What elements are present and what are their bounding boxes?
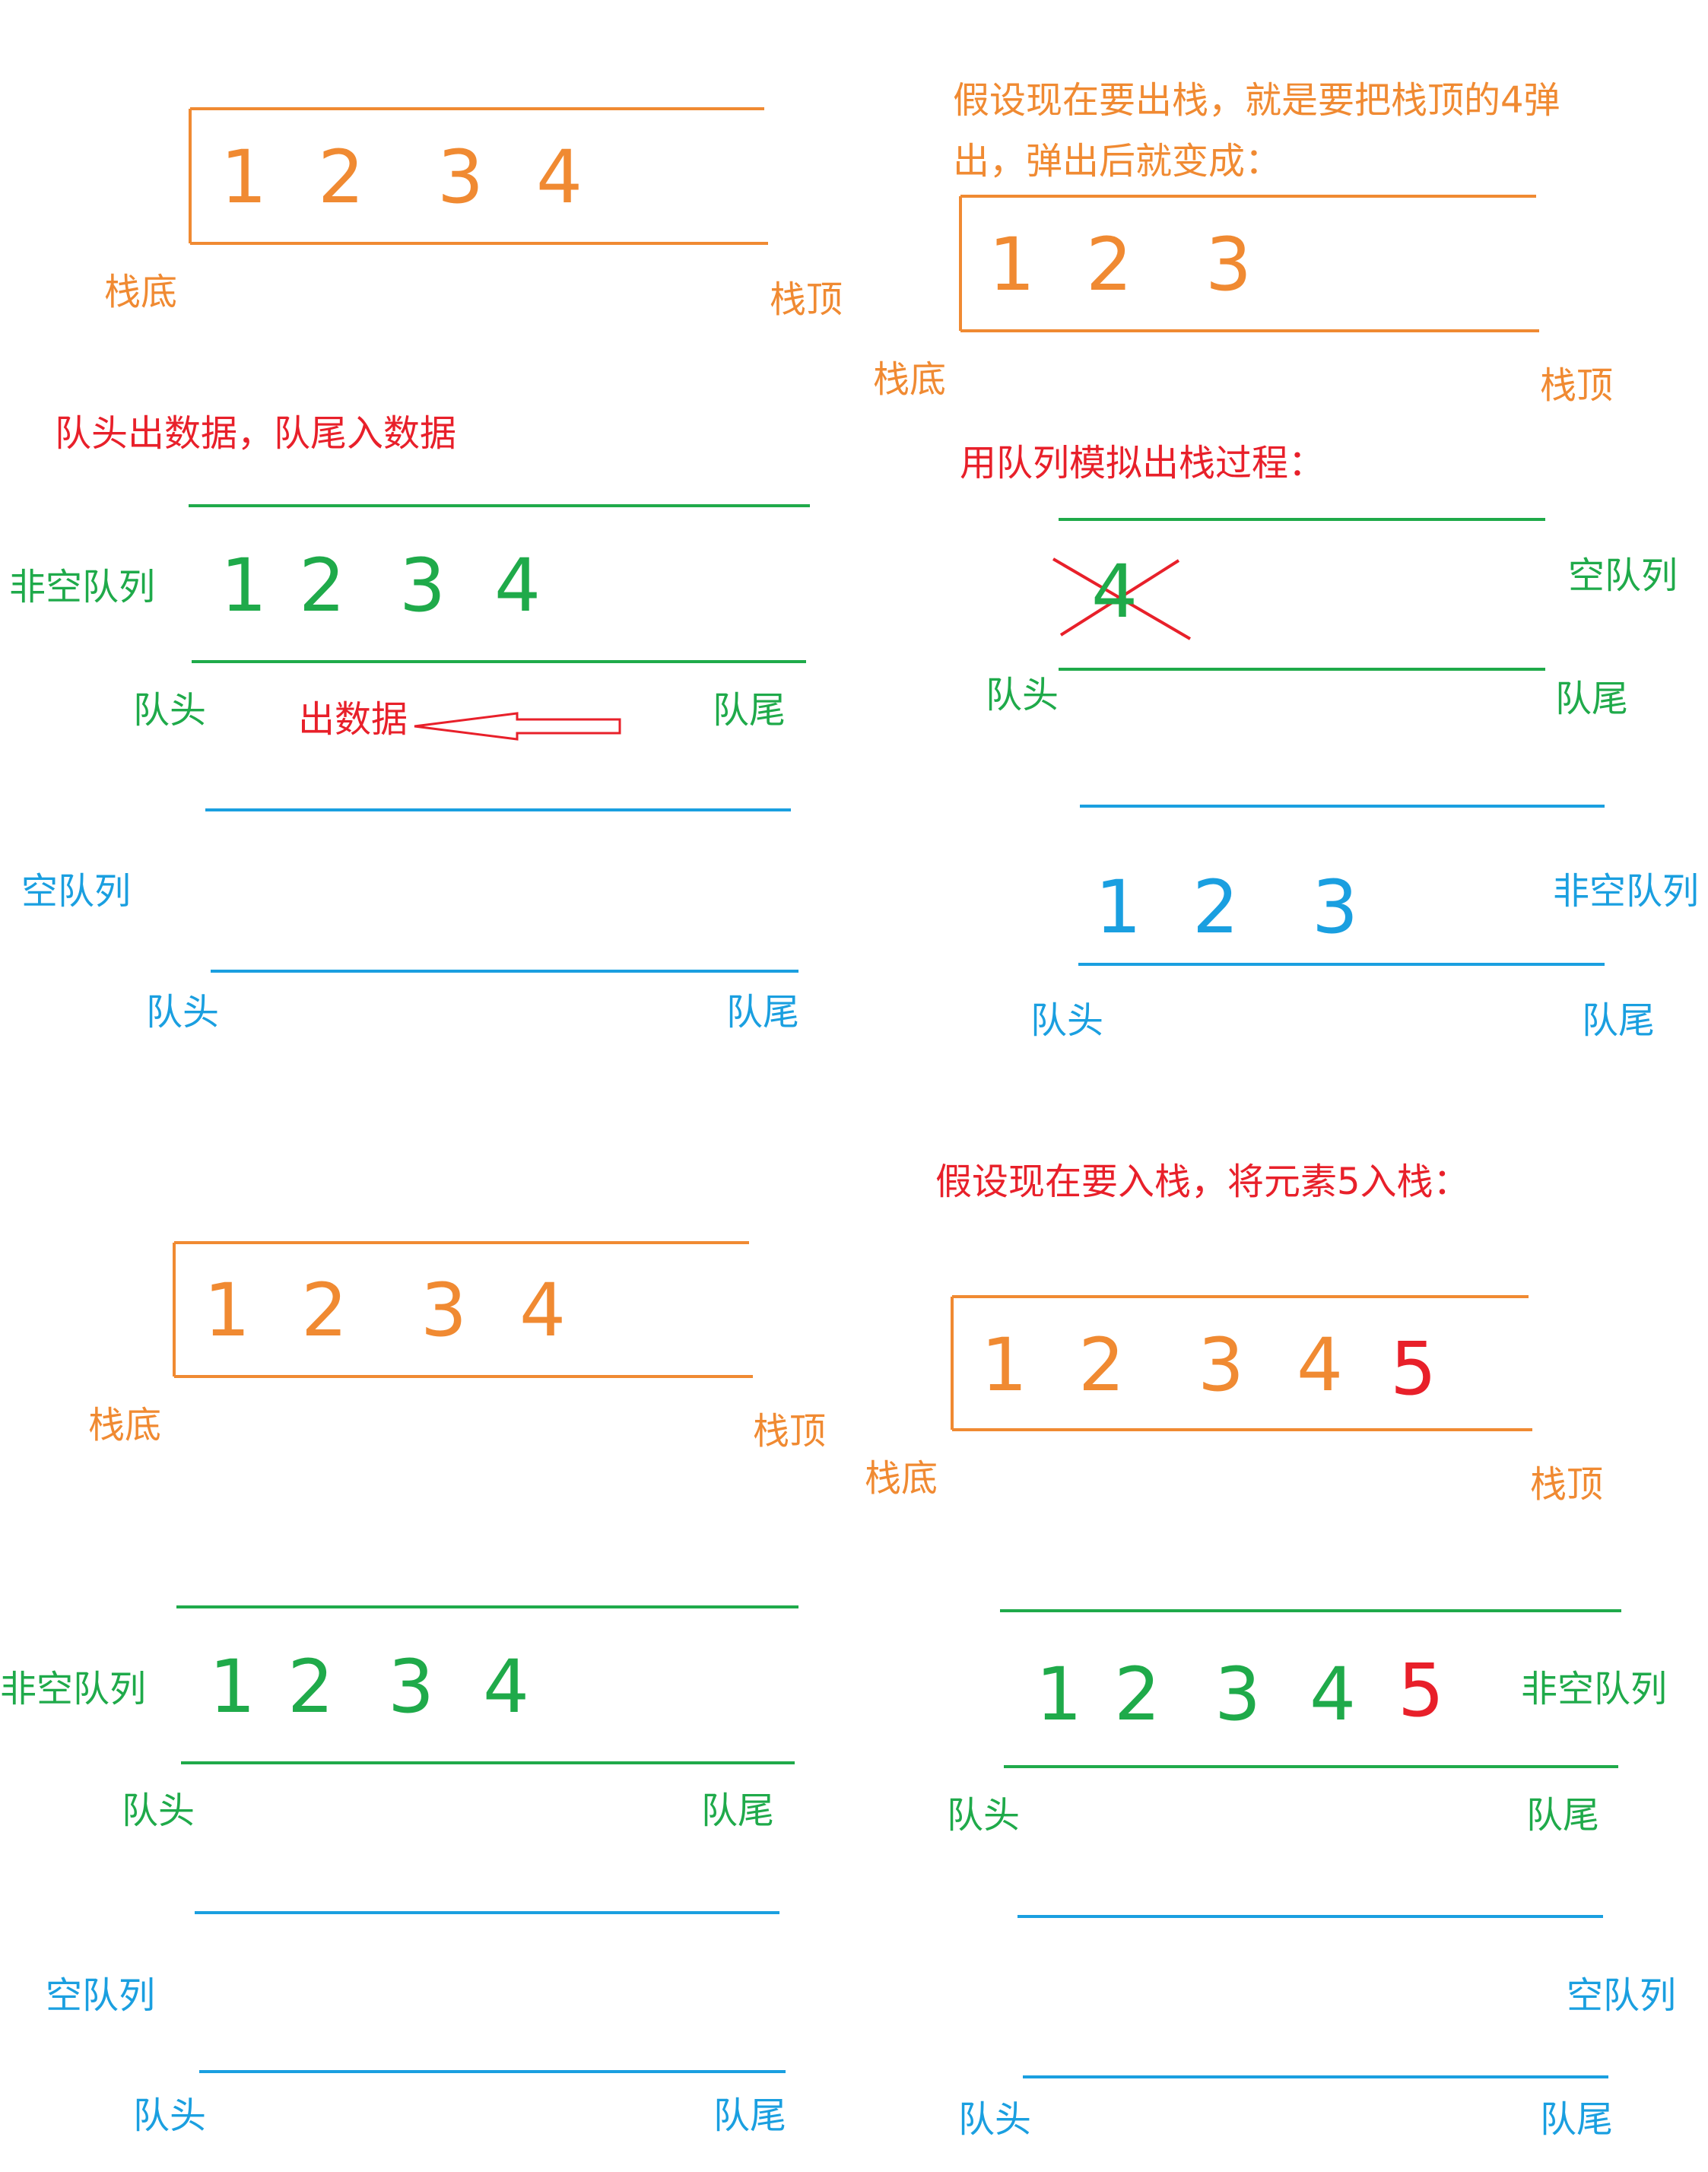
stack-top-label: 栈顶: [753, 1410, 827, 1453]
queue-moved-item: 3: [1312, 865, 1359, 950]
stack-d-container: [951, 1295, 1532, 1431]
stack-a-item: 1: [221, 135, 268, 220]
queue-tail-label: 队尾: [701, 1789, 775, 1832]
dequeue-arrow: [414, 712, 621, 741]
queue-head-label: 队头: [146, 991, 220, 1034]
stack-bottom-label: 栈底: [873, 358, 947, 401]
empty-queue-label: 空队列: [21, 870, 132, 913]
stack-d-item: 2: [1078, 1323, 1125, 1408]
stack-b-container: [959, 195, 1539, 332]
stack-top-label: 栈顶: [1540, 364, 1614, 407]
queue-moved-item: 1: [1095, 865, 1142, 950]
nonempty-queue-label: 非空队列: [9, 566, 156, 608]
nonempty-queue-label: 非空队列: [1553, 870, 1700, 913]
queue-b-lines: [205, 808, 798, 973]
queue-tail-label: 队尾: [713, 689, 786, 732]
queue-head-label: 队头: [986, 674, 1059, 716]
queue-d-item: 4: [1310, 1652, 1357, 1737]
stack-a-container: [189, 107, 768, 245]
nonempty-queue-label: 非空队列: [1521, 1668, 1668, 1710]
stack-c-item: 3: [421, 1268, 468, 1353]
queue-c-lines: [176, 1605, 798, 1764]
queue-c-item: 3: [388, 1644, 435, 1729]
stack-a-item: 4: [536, 135, 583, 220]
empty-queue-label: 空队列: [1567, 1974, 1677, 2017]
stack-bottom-label: 栈底: [104, 271, 178, 313]
stack-top-label: 栈顶: [770, 278, 843, 321]
stack-b-item: 2: [1086, 222, 1133, 307]
queue-head-label: 队头: [958, 2098, 1032, 2141]
pop-note-line1: 假设现在要出栈，就是要把栈顶的4弹: [953, 79, 1560, 122]
queue-d-item: 3: [1214, 1652, 1262, 1737]
stack-a-item: 3: [437, 135, 484, 220]
queue-tail-label: 队尾: [726, 991, 800, 1034]
queue-d-lines: [1000, 1609, 1621, 1768]
queue-head-label: 队头: [133, 2094, 207, 2137]
queue-moved-item: 2: [1192, 865, 1240, 950]
queue-c-item: 1: [209, 1644, 256, 1729]
stack-c-item: 2: [301, 1268, 348, 1353]
queue-tail-label: 队尾: [1540, 2098, 1614, 2141]
stack-c-container: [173, 1241, 753, 1378]
stack-d-item: 3: [1198, 1323, 1245, 1408]
stack-bottom-label: 栈底: [865, 1457, 938, 1500]
queue-d-item: 2: [1114, 1652, 1161, 1737]
queue-a-item: 4: [494, 543, 541, 628]
queue-d-new-item: 5: [1398, 1648, 1445, 1733]
cross-mark: [1052, 557, 1192, 640]
stack-d-new-item: 5: [1390, 1326, 1437, 1411]
stack-top-label: 栈顶: [1530, 1463, 1604, 1506]
queue-a-item: 1: [221, 543, 268, 628]
stack-bottom-label: 栈底: [88, 1404, 162, 1446]
queue-tail-label: 队尾: [713, 2094, 787, 2137]
empty-queue-label: 空队列: [46, 1974, 156, 2017]
push-note: 假设现在要入栈，将元素5入栈：: [935, 1161, 1470, 1203]
queue-crossed-item: 4: [1091, 549, 1138, 634]
queue-c-item: 2: [287, 1644, 335, 1729]
queue-tail-label: 队尾: [1582, 999, 1656, 1042]
stack-a-item: 2: [318, 135, 365, 220]
stack-b-item: 3: [1205, 222, 1252, 307]
queue-a-lines: [189, 504, 810, 663]
queue-c-item: 4: [483, 1644, 530, 1729]
queue-head-label: 队头: [133, 689, 207, 732]
queue-d-empty-lines: [1017, 1915, 1608, 2078]
queue-c-empty-lines: [195, 1911, 786, 2073]
queue-a-item: 3: [399, 543, 446, 628]
stack-d-item: 4: [1297, 1323, 1344, 1408]
queue-rule-note: 队头出数据，队尾入数据: [55, 412, 457, 455]
stack-c-item: 4: [519, 1268, 567, 1353]
queue-tail-label: 队尾: [1526, 1794, 1600, 1837]
nonempty-queue-label: 非空队列: [0, 1668, 147, 1710]
sim-queue-green-lines: [1059, 518, 1545, 671]
empty-queue-label: 空队列: [1568, 554, 1678, 597]
stack-c-item: 1: [204, 1268, 251, 1353]
simulate-pop-note: 用队列模拟出栈过程：: [960, 442, 1325, 484]
queue-head-label: 队头: [947, 1794, 1021, 1837]
queue-head-label: 队头: [1030, 999, 1104, 1042]
sim-queue-blue-lines: [1078, 805, 1605, 966]
stack-b-item: 1: [989, 222, 1036, 307]
pop-note-line2: 出，弹出后就变成：: [953, 140, 1282, 183]
dequeue-label: 出数据: [298, 698, 408, 741]
queue-head-label: 队头: [122, 1789, 195, 1832]
stack-d-item: 1: [981, 1323, 1028, 1408]
queue-tail-label: 队尾: [1555, 678, 1629, 720]
queue-d-item: 1: [1036, 1652, 1083, 1737]
queue-a-item: 2: [299, 543, 346, 628]
